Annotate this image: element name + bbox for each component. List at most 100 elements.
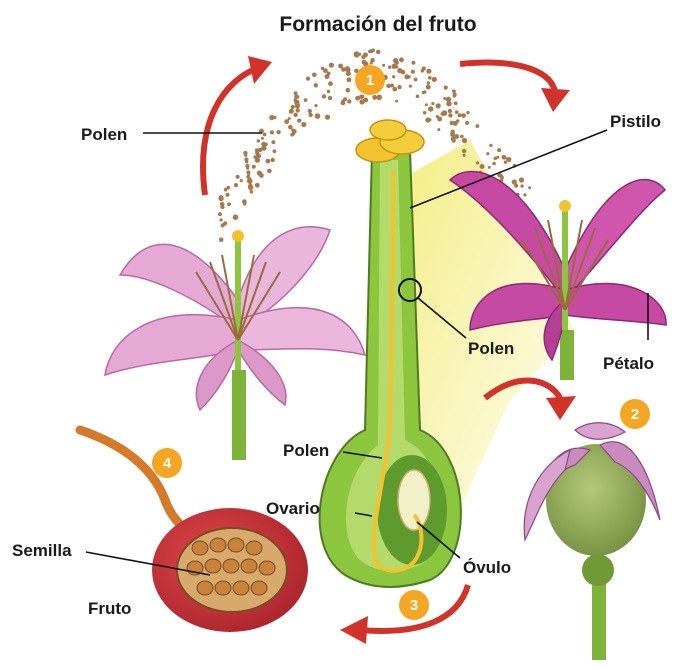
seed bbox=[241, 559, 257, 573]
pollen-grain bbox=[466, 111, 469, 114]
arrow-head-bottom-left bbox=[340, 616, 368, 644]
ovule bbox=[398, 470, 430, 530]
label-pistilo: Pistilo bbox=[610, 112, 661, 131]
pollen-grain bbox=[494, 157, 498, 161]
pollen-grain bbox=[506, 157, 511, 162]
pollen-grain bbox=[306, 77, 310, 81]
pollen-grain bbox=[298, 119, 301, 122]
pollen-grain bbox=[492, 162, 496, 166]
pollen-grain bbox=[446, 101, 451, 106]
pollen-grain bbox=[414, 78, 418, 82]
pollen-grain bbox=[247, 178, 253, 184]
seed bbox=[197, 581, 213, 595]
pollen-grain bbox=[442, 110, 448, 116]
pollen-grain bbox=[452, 89, 456, 93]
label-ovario: Ovario bbox=[266, 499, 320, 518]
pollen-grain bbox=[263, 133, 267, 137]
pollen-grain bbox=[386, 84, 390, 88]
pollen-grain bbox=[301, 122, 306, 127]
pollen-grain bbox=[226, 193, 230, 197]
pollen-grain bbox=[355, 96, 360, 101]
pollen-grain bbox=[465, 121, 469, 125]
pollen-grain bbox=[248, 185, 253, 190]
pollen-grain bbox=[519, 177, 524, 182]
pollen-grain bbox=[388, 66, 391, 69]
wilted-petal bbox=[575, 423, 625, 440]
pollen-grain bbox=[271, 158, 275, 162]
pollen-grain bbox=[329, 63, 334, 68]
label-polen-low: Polen bbox=[283, 441, 329, 460]
pollen-grain bbox=[271, 140, 275, 144]
pollen-grain bbox=[322, 94, 326, 98]
pollen-grain bbox=[382, 64, 385, 67]
pollen-grain bbox=[245, 160, 248, 163]
pollen-grain bbox=[416, 95, 420, 99]
label-semilla: Semilla bbox=[12, 541, 72, 560]
pollen-grain bbox=[423, 111, 427, 115]
pollen-grain bbox=[304, 98, 308, 102]
label-fruto: Fruto bbox=[88, 599, 131, 618]
step-badge-1: 1 bbox=[355, 65, 385, 95]
pollen-grain bbox=[456, 119, 460, 123]
pollen-grain bbox=[343, 97, 347, 101]
seed bbox=[210, 538, 226, 552]
pollen-grain bbox=[363, 98, 368, 103]
label-petalo: Pétalo bbox=[603, 354, 654, 373]
pollen-grain bbox=[220, 205, 224, 209]
pollen-grain bbox=[312, 73, 317, 78]
pollen-grain bbox=[428, 118, 431, 121]
developing-ovary bbox=[524, 423, 660, 660]
pollen-grain bbox=[427, 81, 430, 84]
pollen-grain bbox=[233, 214, 239, 220]
pollen-grain bbox=[497, 148, 501, 152]
pollen-grain bbox=[480, 164, 485, 169]
petal bbox=[565, 180, 665, 300]
pollen-grain bbox=[261, 137, 264, 140]
stigma bbox=[559, 200, 571, 212]
pollen-grain bbox=[218, 212, 222, 216]
pollen-grain bbox=[341, 101, 346, 106]
pollen-grain bbox=[453, 94, 457, 98]
pollen-grain bbox=[399, 57, 404, 62]
pollen-grain bbox=[257, 139, 260, 142]
pollen-grain bbox=[488, 166, 491, 169]
seed bbox=[192, 541, 208, 555]
pollen-grain bbox=[489, 144, 492, 147]
pollen-grain bbox=[328, 96, 332, 100]
pollen-grain bbox=[292, 129, 297, 134]
pollen-grain bbox=[370, 61, 373, 64]
pollen-grain bbox=[462, 149, 466, 153]
step-badge-3: 3 bbox=[399, 590, 429, 620]
svg-text:4: 4 bbox=[163, 455, 172, 472]
pollen-grain bbox=[341, 67, 346, 72]
seed bbox=[233, 581, 249, 595]
pollen-grain bbox=[376, 50, 381, 55]
pollen-grain bbox=[240, 179, 243, 182]
pollen-grain bbox=[244, 154, 247, 157]
pollen-grain bbox=[288, 117, 291, 120]
pollen-grain bbox=[437, 128, 440, 131]
pollen-grain bbox=[314, 83, 318, 87]
seed bbox=[246, 541, 262, 555]
pollen-grain bbox=[296, 108, 300, 112]
pollen-grain bbox=[428, 76, 432, 80]
pollen-grain bbox=[461, 113, 466, 118]
pollen-grain bbox=[397, 68, 402, 73]
pollen-grain bbox=[425, 103, 428, 106]
flower-stem bbox=[560, 330, 574, 380]
pollen-grain bbox=[270, 130, 274, 134]
pollen-grain bbox=[315, 113, 321, 119]
pollen-grain bbox=[528, 186, 531, 189]
pollen-grain bbox=[295, 95, 299, 99]
seed bbox=[259, 561, 275, 575]
pollen-grain bbox=[476, 161, 479, 164]
pollen-grain bbox=[284, 119, 289, 124]
pollen-grain bbox=[220, 218, 223, 221]
step-badge-4: 4 bbox=[152, 448, 182, 478]
pollen-grain bbox=[443, 97, 446, 100]
pollen-grain bbox=[273, 116, 276, 119]
stigma bbox=[232, 230, 244, 242]
diagram-title: Formación del fruto bbox=[279, 13, 476, 36]
seed bbox=[215, 581, 231, 595]
pollen-grain bbox=[255, 151, 259, 155]
